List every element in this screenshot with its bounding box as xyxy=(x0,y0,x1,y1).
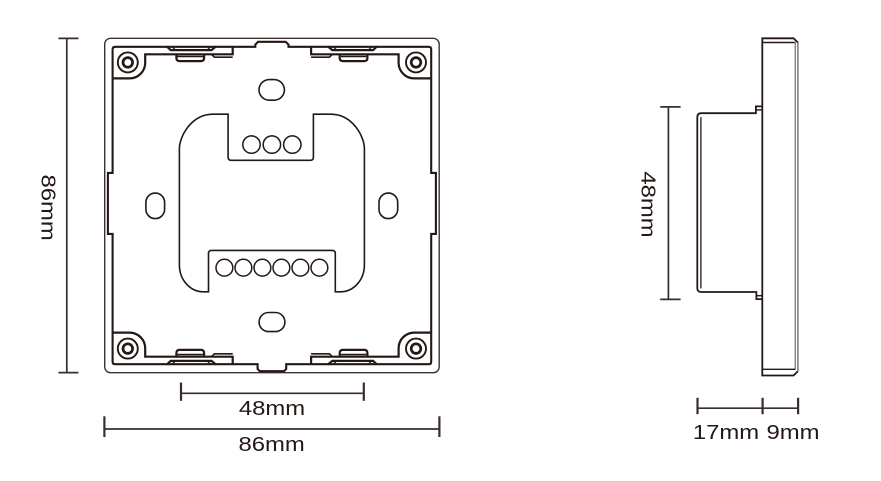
svg-text:17mm: 17mm xyxy=(693,421,759,444)
svg-text:9mm: 9mm xyxy=(766,421,819,444)
svg-text:86mm: 86mm xyxy=(37,174,60,240)
svg-text:48mm: 48mm xyxy=(239,397,305,420)
svg-text:86mm: 86mm xyxy=(238,433,304,456)
svg-text:48mm: 48mm xyxy=(637,171,660,237)
